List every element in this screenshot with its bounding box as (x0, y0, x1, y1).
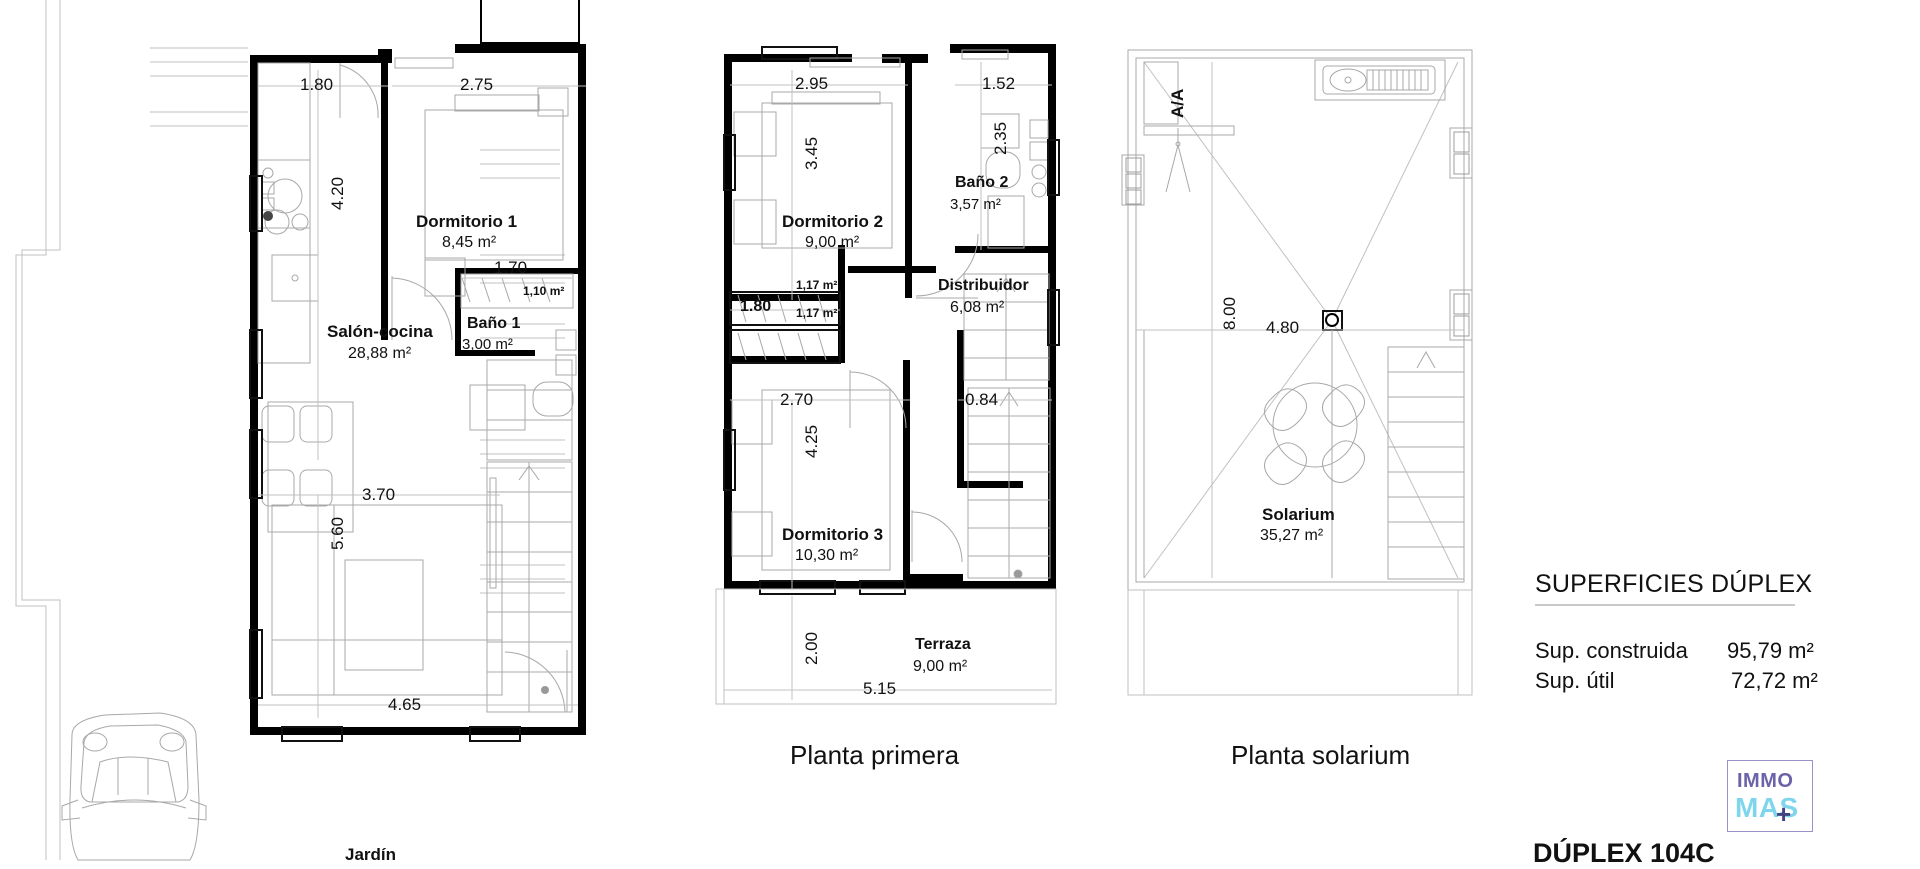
car-illustration (61, 712, 207, 861)
room-area-salon-cocina: 28,88 m² (348, 345, 412, 362)
plan-planta-baja: Dormitorio 1 8,45 m² Baño 1 3,00 m² Saló… (0, 0, 620, 864)
wall-bottom-first (724, 581, 1056, 589)
wall-left-outer (250, 55, 258, 735)
plan-code-label: DÚPLEX 104C (1533, 838, 1715, 868)
room-area-bano-2: 3,57 m² (950, 196, 1001, 213)
room-label-bano-1: Baño 1 (467, 315, 521, 332)
wall-right-outer (578, 44, 586, 735)
plan-title-planta-primera: Planta primera (790, 740, 960, 770)
logo-plus-icon: + (1776, 799, 1792, 829)
room-area-dormitorio-2: 9,00 m² (805, 234, 860, 251)
room-area-solarium: 35,27 m² (1260, 527, 1324, 544)
wall-dorm2-right (905, 54, 912, 298)
closet-area-first-b: 1,17 m² (796, 306, 838, 320)
surfaces-underline (1535, 604, 1795, 606)
wall-top-left (250, 55, 380, 63)
ground-stairs (249, 57, 577, 742)
dimension-1-70: 1.70 (494, 258, 528, 277)
room-label-distribuidor: Distribuidor (938, 277, 1029, 294)
wall-interior-vertical (381, 55, 388, 340)
room-area-bano-1: 3,00 m² (462, 336, 513, 353)
dimension-2-95: 2.95 (795, 74, 829, 93)
room-area-dormitorio-3: 10,30 m² (795, 547, 859, 564)
plan-title-planta-solarium: Planta solarium (1231, 740, 1411, 770)
wall-distribuidor-top (848, 266, 936, 273)
dimension-1-80: 1.80 (300, 75, 334, 94)
wall-top-right (455, 44, 586, 53)
room-label-dormitorio-3: Dormitorio 3 (782, 525, 884, 544)
surface-row-util-label: Sup. útil (1535, 668, 1615, 693)
dimension-3-45: 3.45 (802, 136, 821, 170)
dimension-0-84: 0.84 (965, 390, 999, 409)
wall-bano2-bottom (955, 246, 1056, 253)
surface-row-construida-value: 95,79 m² (1727, 638, 1814, 663)
surfaces-info-panel: SUPERFICIES DÚPLEX Sup. construida 95,79… (1535, 570, 1915, 693)
room-label-salon-cocina: Salón-cocina (327, 322, 433, 341)
dimension-1-52: 1.52 (982, 74, 1016, 93)
dimension-2-75: 2.75 (460, 75, 494, 94)
dimension-4-25: 4.25 (802, 424, 821, 458)
upper-projection (480, 0, 580, 44)
room-label-solarium: Solarium (1262, 505, 1335, 524)
first-floor-dimension-lines (724, 62, 1052, 700)
wall-hall-bottom (903, 574, 963, 581)
room-label-jardin: Jardín (345, 845, 397, 864)
ground-dimension-lines (258, 70, 586, 718)
surface-row-construida-label: Sup. construida (1535, 638, 1688, 663)
surface-row-util-value: 72,72 m² (1731, 668, 1818, 693)
dimension-5-15: 5.15 (863, 679, 897, 698)
dimension-3-70: 3.70 (362, 485, 396, 504)
room-area-terraza: 9,00 m² (913, 658, 968, 675)
wall-closet-right (838, 245, 845, 363)
wall-bath1-left (455, 268, 461, 354)
dimension-2-70: 2.70 (780, 390, 814, 409)
dimension-1-80-first: 1.80 (740, 298, 772, 315)
plan-planta-primera: Dormitorio 2 9,00 m² Baño 2 3,57 m² Dist… (700, 0, 1120, 860)
plan-planta-solarium: A/A 8.00 4.80 Solarium 35,27 m² Planta s… (1120, 0, 1540, 860)
wall-top-first-c (950, 44, 1056, 53)
marker-aa: A/A (1168, 88, 1187, 118)
room-label-dormitorio-1: Dormitorio 1 (416, 212, 518, 231)
wall-right-first (1048, 44, 1056, 589)
surfaces-title: SUPERFICIES DÚPLEX (1535, 570, 1813, 598)
wall-dorm3-top (724, 356, 844, 363)
room-label-dormitorio-2: Dormitorio 2 (782, 212, 884, 231)
wall-bath1-partition (455, 350, 535, 356)
wall-bath1-top (455, 268, 586, 274)
wall-left-first (724, 54, 732, 589)
logo-text-immo: IMMO (1737, 770, 1794, 792)
wall-bottom (250, 727, 586, 735)
closet-area-ground: 1,10 m² (523, 284, 565, 298)
wall-door-jamb-top (378, 49, 392, 63)
dimension-4-80: 4.80 (1266, 318, 1300, 337)
room-area-dormitorio-1: 8,45 m² (442, 234, 497, 251)
logo-text-mas: MAS (1735, 792, 1799, 823)
wall-dorm3-right (903, 360, 910, 581)
dimension-8-00: 8.00 (1220, 296, 1239, 330)
room-area-distribuidor: 6,08 m² (950, 299, 1005, 316)
closet-area-first-a: 1,17 m² (796, 278, 838, 292)
dimension-2-35: 2.35 (991, 121, 1010, 155)
wall-stair-left (957, 330, 964, 488)
solarium-geometry (1121, 49, 1473, 696)
room-label-terraza: Terraza (915, 636, 971, 653)
room-label-bano-2: Baño 2 (955, 174, 1009, 191)
immomas-logo: IMMO MAS + (1727, 760, 1813, 832)
first-floor-furniture (715, 46, 1060, 705)
dimension-2-00: 2.00 (802, 631, 821, 665)
dimension-4-65: 4.65 (388, 695, 422, 714)
wall-stair-bottom (957, 481, 1023, 488)
wall-dorm2-bottom (724, 294, 844, 301)
